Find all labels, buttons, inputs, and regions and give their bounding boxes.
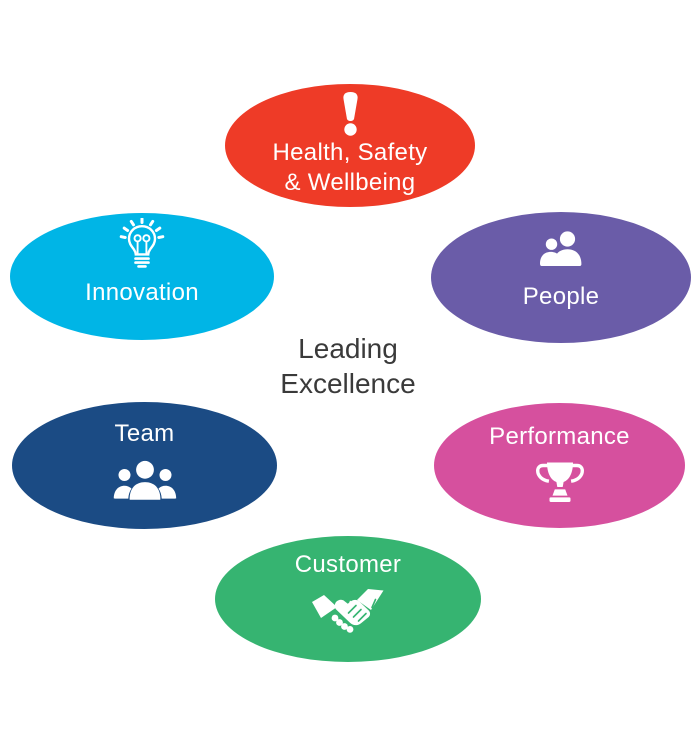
trophy-icon xyxy=(535,462,584,505)
node-team: Team xyxy=(12,402,277,529)
center-title-line2: Excellence xyxy=(280,368,416,399)
node-label: Health, Safety xyxy=(272,139,428,166)
team-icon xyxy=(113,459,177,500)
center-title-line1: Leading xyxy=(298,333,398,364)
people-icon xyxy=(539,231,583,266)
node-people: People xyxy=(431,212,691,343)
node-label: Customer xyxy=(294,551,402,578)
node-label: Team xyxy=(114,420,175,447)
node-label: People xyxy=(522,283,600,310)
node-label: & Wellbeing xyxy=(284,169,416,196)
handshake-icon xyxy=(312,589,384,633)
exclamation-icon xyxy=(337,92,364,136)
node-health-safety-wellbeing: Health, Safety & Wellbeing xyxy=(225,84,475,207)
lightbulb-icon xyxy=(119,218,165,269)
node-performance: Performance xyxy=(434,403,685,528)
center-title: Leading Excellence xyxy=(248,331,448,401)
node-label: Innovation xyxy=(85,279,199,306)
node-customer: Customer xyxy=(215,536,481,662)
node-label: Performance xyxy=(489,423,630,450)
node-innovation: Innovation xyxy=(10,213,274,340)
